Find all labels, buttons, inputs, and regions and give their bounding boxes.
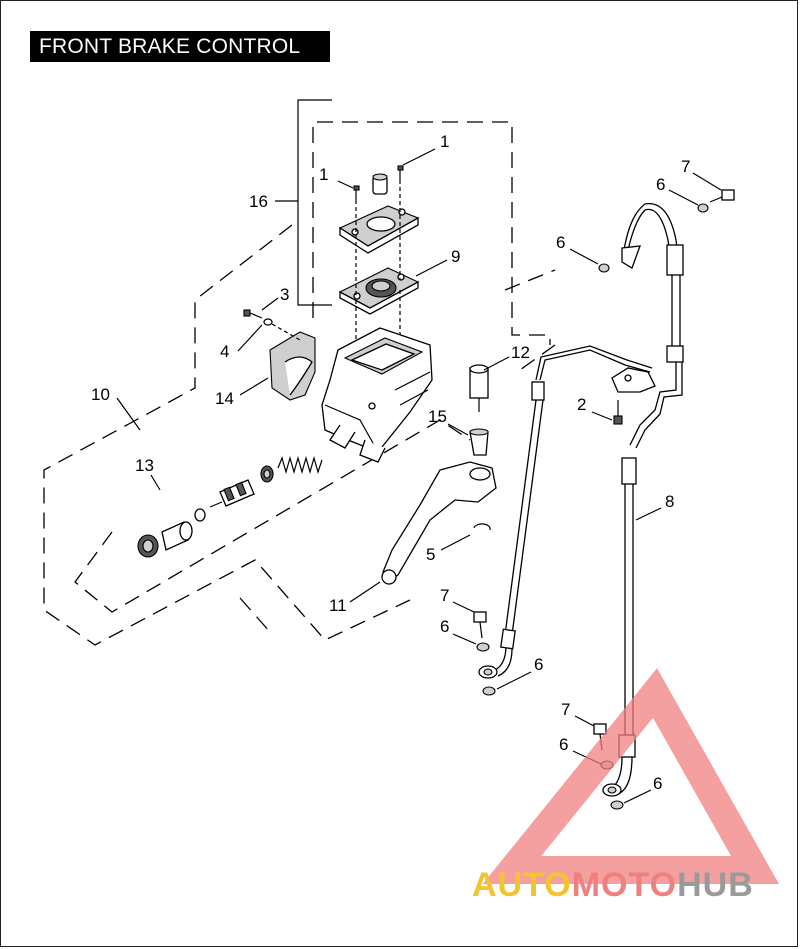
callout-12: 12	[511, 343, 530, 362]
callout-7-left: 7	[440, 586, 449, 605]
cover-gasket	[338, 267, 420, 315]
watermark-part-auto: AUTO	[472, 866, 572, 904]
o-ring	[194, 508, 206, 522]
screw-1-right	[397, 165, 404, 180]
reservoir-cover	[338, 205, 420, 254]
piston	[209, 479, 255, 508]
reservoir-plug	[469, 364, 489, 412]
piston-cap	[161, 521, 193, 551]
watermark-part-moto: MOTO	[571, 866, 678, 904]
bracket-screw	[613, 400, 623, 425]
boundary-segment	[504, 269, 556, 291]
callout-6-top: 6	[656, 175, 665, 194]
callout-13: 13	[135, 456, 154, 475]
callout-1-left: 1	[319, 165, 328, 184]
brake-lever	[381, 461, 497, 585]
callout-16: 16	[249, 192, 268, 211]
boundary-segment	[239, 597, 271, 633]
callout-3: 3	[280, 285, 289, 304]
callout-8: 8	[665, 492, 674, 511]
screw-1-left	[353, 185, 360, 200]
sight-plug	[372, 173, 388, 195]
clamp-washer	[263, 318, 273, 326]
callout-2: 2	[577, 395, 586, 414]
left-banjo-bolt	[473, 611, 487, 639]
diagram-title: FRONT BRAKE CONTROL	[30, 31, 330, 62]
left-washer-upper	[476, 642, 490, 652]
callout-4: 4	[220, 342, 229, 361]
watermark-part-hub: HUB	[677, 866, 754, 904]
boundary-segment	[519, 344, 556, 371]
pivot-bushing	[469, 428, 489, 456]
cover-parts	[338, 165, 420, 345]
master-cylinder-body	[321, 327, 433, 463]
callout-15: 15	[428, 407, 447, 426]
left-banjo-fitting	[478, 665, 498, 679]
callout-labels: 1 1 16 9 3 4 14 10 12 15 13 5 11 2 8 7 6…	[91, 132, 690, 793]
warning-triangle-icon	[482, 668, 779, 884]
callout-6-junction: 6	[556, 233, 565, 252]
watermark-text: AUTOMOTOHUB	[472, 866, 754, 905]
junction-washer	[598, 263, 610, 273]
top-washer	[697, 203, 709, 213]
return-spring	[277, 455, 323, 475]
left-brake-line	[494, 345, 653, 677]
leader-lines	[116, 148, 722, 804]
callout-1-right: 1	[440, 132, 449, 151]
callout-6-left-upper: 6	[440, 617, 449, 636]
piston-assembly	[137, 455, 323, 558]
assembly-boundary-13	[74, 419, 471, 613]
retaining-ring	[473, 523, 491, 531]
bracket-16	[297, 99, 332, 306]
handlebar-clamp	[269, 331, 316, 401]
callout-7-right: 7	[561, 700, 570, 719]
primary-cup	[260, 465, 274, 483]
right-washer-lower	[610, 800, 624, 810]
assembly-boundaries	[43, 99, 556, 646]
callout-10: 10	[91, 385, 110, 404]
right-banjo-fitting	[602, 783, 622, 797]
dust-boot	[137, 534, 159, 558]
left-washer-lower	[482, 686, 496, 696]
callout-5: 5	[426, 545, 435, 564]
clamp-screw	[243, 309, 263, 319]
cover-group-boundary	[312, 121, 551, 345]
callout-7-top: 7	[681, 157, 690, 176]
callout-6-right-lower: 6	[653, 774, 662, 793]
callout-11: 11	[329, 596, 347, 615]
callout-6-right-upper: 6	[559, 735, 568, 754]
callout-9: 9	[451, 247, 460, 266]
top-banjo-bolt	[709, 189, 735, 203]
callout-14: 14	[215, 389, 234, 408]
callout-6-left-lower: 6	[534, 655, 543, 674]
assembly-boundary-10	[43, 224, 411, 646]
